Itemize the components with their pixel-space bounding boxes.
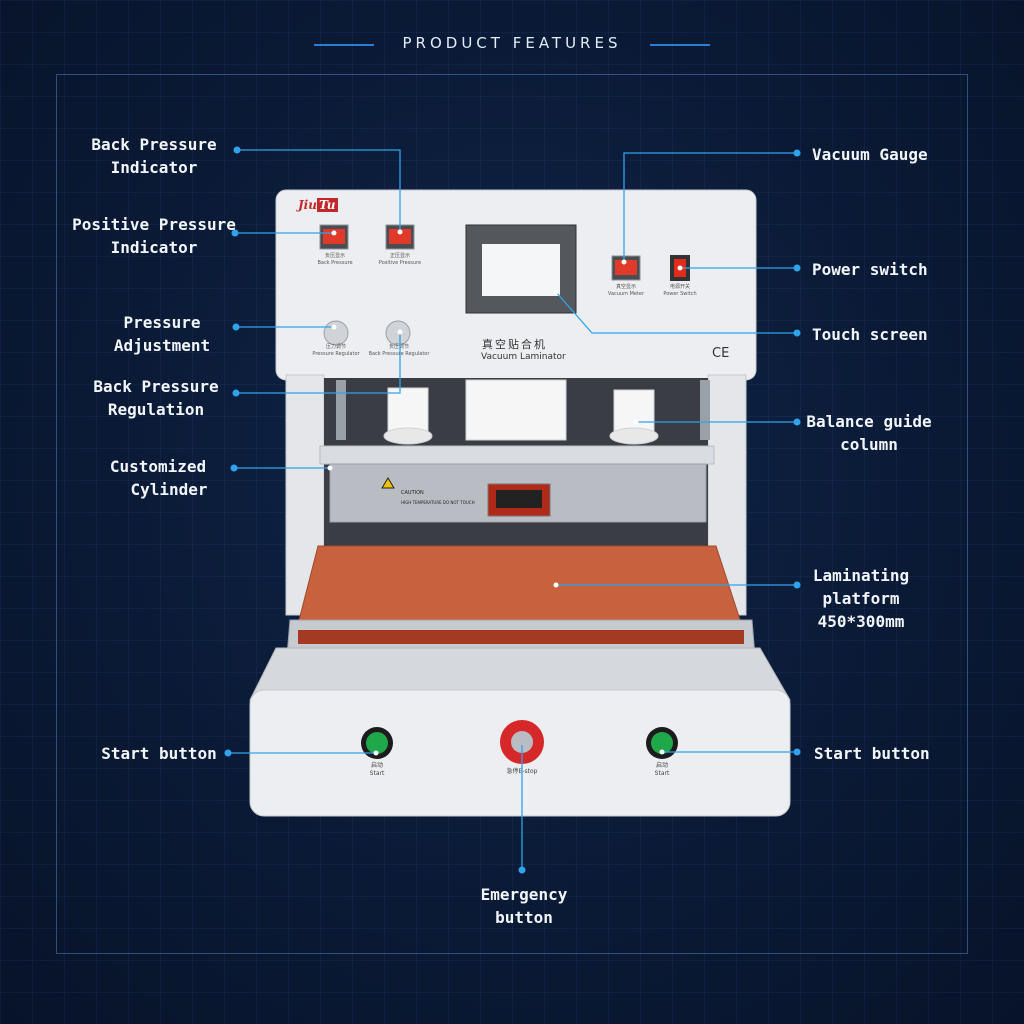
start-right-en: Start	[654, 770, 670, 777]
callout-line: Laminating	[812, 566, 910, 585]
estop-panel-label: 急停E-stop	[496, 766, 548, 775]
callout-line: Vacuum Gauge	[812, 145, 928, 164]
callout-laminating-platform: Laminating platform 450*300mm	[806, 564, 916, 633]
callout-line: Customized	[109, 457, 207, 476]
pressure-regulator-en: Pressure Regulator	[312, 351, 360, 357]
callout-line: Emergency	[480, 885, 568, 904]
back-pressure-cn: 负压显示	[324, 253, 345, 259]
vacuum-meter-label: 真空显示 Vacuum Meter	[602, 284, 650, 298]
callout-line: Touch screen	[812, 325, 928, 344]
bp-regulator-label: 负压调节 Back Pressure Regulator	[366, 344, 432, 358]
callout-line: Cylinder	[130, 480, 208, 499]
estop-en: E-stop	[518, 768, 538, 775]
callout-line: Power switch	[812, 260, 928, 279]
callout-line: Adjustment	[113, 336, 211, 355]
power-switch-en: Power Switch	[663, 291, 697, 297]
leader-back-pressure-indicator	[237, 149, 401, 232]
callout-line: column	[840, 435, 898, 454]
callout-power-switch: Power switch	[812, 258, 952, 281]
callout-positive-pressure-indicator: Positive Pressure Indicator	[72, 213, 236, 259]
start-right-cn: 启动	[655, 762, 668, 769]
vacuum-meter-cn: 真空显示	[615, 284, 636, 290]
logo-text-jiu: Jiu	[298, 198, 317, 212]
content-frame	[56, 74, 968, 954]
callout-line: Start button	[814, 744, 930, 763]
model-name-cn: 真空贴合机	[482, 338, 547, 351]
leader-touch-screen	[555, 291, 797, 334]
callout-line: Start button	[101, 744, 217, 763]
logo-text-tu: Tu	[316, 198, 338, 212]
bp-regulator-cn: 负压调节	[388, 344, 409, 350]
callout-start-button-left: Start button	[100, 742, 218, 765]
callout-back-pressure-regulation: Back Pressure Regulation	[86, 375, 226, 421]
model-name-en: Vacuum Laminator	[481, 352, 566, 362]
callout-line: Positive Pressure	[72, 215, 236, 234]
start-left-cn: 启动	[370, 762, 383, 769]
header-line-left	[314, 44, 374, 46]
callout-start-button-right: Start button	[814, 742, 954, 765]
bp-regulator-en: Back Pressure Regulator	[368, 351, 430, 357]
callout-line: Balance guide	[806, 412, 932, 431]
callout-line: 450*300mm	[817, 612, 905, 631]
callout-line: Indicator	[110, 238, 198, 257]
callout-emergency-button: Emergency button	[464, 883, 584, 929]
callout-line: Back Pressure	[93, 377, 219, 396]
callout-line: Back Pressure	[91, 135, 217, 154]
positive-pressure-en: Positive Pressure	[378, 260, 422, 266]
callout-touch-screen: Touch screen	[812, 323, 952, 346]
ce-mark: CE	[712, 346, 730, 361]
callout-vacuum-gauge: Vacuum Gauge	[812, 143, 952, 166]
estop-cn: 急停	[506, 768, 519, 775]
positive-pressure-cn: 正压显示	[389, 253, 410, 259]
pressure-regulator-cn: 压力调节	[325, 344, 346, 350]
power-switch-cn: 电源开关	[669, 284, 690, 290]
callout-customized-cylinder: Customized Cylinder	[100, 455, 216, 501]
page-title: PRODUCT FEATURES	[402, 34, 622, 52]
callout-line: Pressure	[123, 313, 201, 332]
start-left-panel-label: 启动 Start	[357, 762, 397, 778]
start-left-en: Start	[369, 770, 385, 777]
callout-balance-guide-column: Balance guide column	[806, 410, 932, 456]
callout-line: button	[495, 908, 553, 927]
callout-pressure-adjustment: Pressure Adjustment	[104, 311, 220, 357]
callout-line: platform	[822, 589, 900, 608]
callout-back-pressure-indicator: Back Pressure Indicator	[86, 133, 222, 179]
vacuum-meter-en: Vacuum Meter	[607, 291, 645, 297]
caution-label: CAUTION	[401, 490, 424, 496]
callout-line: Indicator	[110, 158, 198, 177]
positive-pressure-display-label: 正压显示 Positive Pressure	[372, 253, 428, 267]
leader-back-pressure-regulation	[236, 332, 401, 394]
leader-vacuum-gauge	[623, 152, 797, 262]
header-line-right	[650, 44, 710, 46]
start-right-panel-label: 启动 Start	[642, 762, 682, 778]
caution-text: HIGH TEMPERATURE DO NOT TOUCH	[401, 500, 475, 505]
pressure-regulator-label: 压力调节 Pressure Regulator	[306, 344, 366, 358]
back-pressure-en: Back Pressure	[317, 260, 353, 266]
back-pressure-display-label: 负压显示 Back Pressure	[310, 253, 360, 267]
callout-line: Regulation	[107, 400, 205, 419]
power-switch-label: 电源开关 Power Switch	[656, 284, 704, 298]
